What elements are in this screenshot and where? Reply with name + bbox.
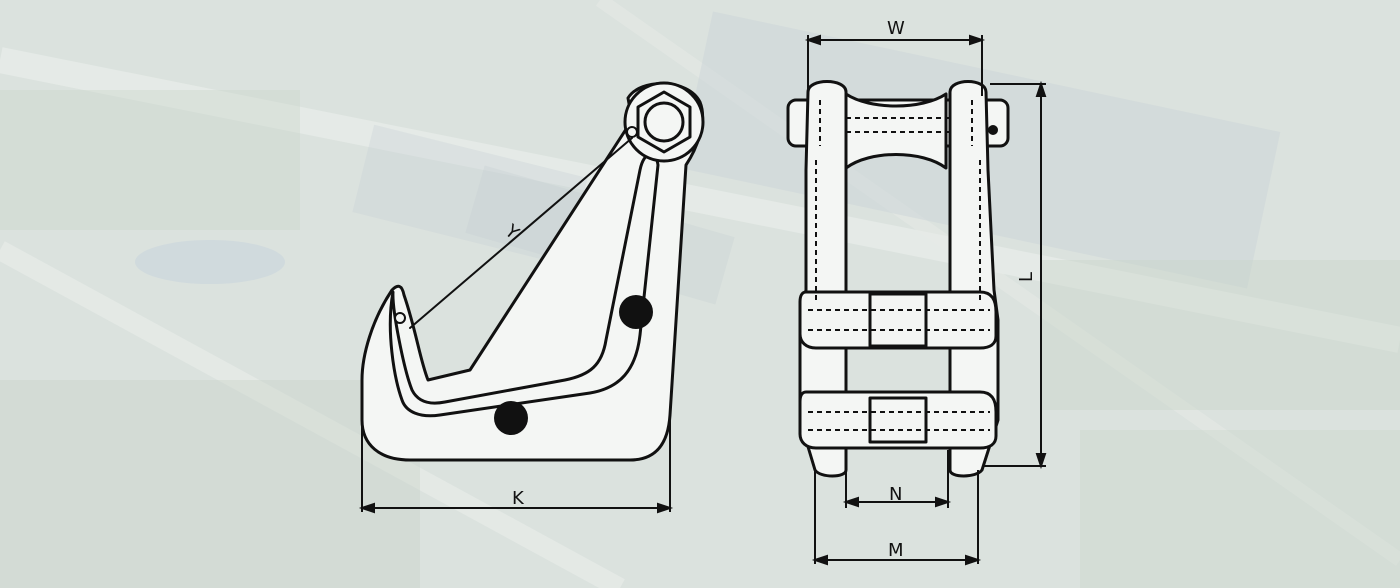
upper-black-dot [619, 295, 653, 329]
n-dimension [842, 450, 952, 508]
lower-black-dot [494, 401, 528, 435]
y-dimension-line [409, 137, 633, 329]
hidden-lines [808, 100, 990, 431]
upper-roller-core [868, 292, 928, 348]
small-pin-hole [626, 126, 638, 138]
k-label: K [512, 488, 525, 509]
tip-pin-hole [394, 312, 406, 324]
pin-lock-dot [988, 125, 998, 135]
n-label: N [889, 484, 902, 505]
w-dimension [804, 34, 986, 96]
w-label: W [887, 18, 905, 39]
l-label: L [1016, 272, 1037, 282]
k-dimension [358, 420, 674, 514]
bolt-circle [643, 101, 685, 143]
m-label: M [888, 540, 904, 561]
right-side-plate [948, 80, 1000, 478]
side-view-hook [360, 81, 705, 462]
l-dimension [984, 80, 1047, 470]
lower-roller-core [868, 396, 928, 444]
front-view-shackle [786, 80, 1010, 478]
m-dimension [811, 470, 982, 566]
